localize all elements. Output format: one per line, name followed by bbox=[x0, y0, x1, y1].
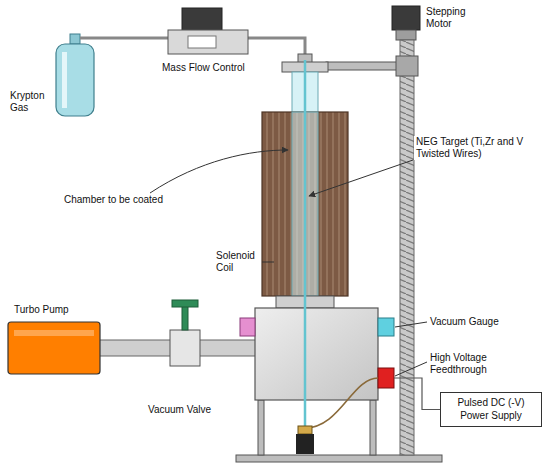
flow-controller-body bbox=[168, 30, 248, 54]
leader-line bbox=[309, 160, 413, 196]
cylinder-highlight bbox=[62, 52, 67, 108]
lead-screw bbox=[400, 40, 414, 455]
target-connector bbox=[296, 434, 314, 454]
power-supply-box: Pulsed DC (-V) Power Supply bbox=[440, 392, 542, 427]
leader-line bbox=[395, 322, 427, 327]
pink-port bbox=[240, 318, 255, 336]
part-label: Solenoid Coil bbox=[214, 250, 260, 274]
base-plate bbox=[236, 455, 442, 462]
valve-stem bbox=[182, 306, 188, 330]
stand-leg bbox=[370, 400, 376, 455]
vacuum-gauge bbox=[378, 318, 394, 336]
leader-line bbox=[262, 262, 274, 263]
leader-line bbox=[150, 150, 288, 193]
vacuum-valve bbox=[170, 330, 200, 366]
gas-line bbox=[246, 38, 305, 56]
part-label: Mass Flow Control bbox=[160, 62, 270, 74]
pump-highlight bbox=[14, 330, 94, 336]
stepping-motor bbox=[392, 6, 420, 30]
turbo-pump bbox=[8, 322, 100, 374]
part-label: Krypton Gas bbox=[8, 90, 54, 114]
screw-carriage bbox=[396, 56, 418, 76]
hv-cable bbox=[305, 378, 378, 428]
hv-feedthrough bbox=[378, 368, 394, 388]
part-label: Stepping Motor bbox=[424, 6, 478, 30]
part-label: Turbo Pump bbox=[12, 304, 92, 316]
flow-controller-head bbox=[182, 8, 222, 32]
carriage-arm bbox=[326, 62, 400, 70]
valve-handle bbox=[172, 300, 198, 307]
motor-mount bbox=[396, 30, 416, 40]
flow-controller-display bbox=[188, 36, 216, 48]
supply-wire bbox=[394, 378, 440, 410]
target-clamp bbox=[298, 426, 312, 434]
leader-line bbox=[395, 362, 427, 376]
gas-cylinder bbox=[56, 44, 94, 116]
gas-line bbox=[80, 37, 170, 40]
neg-target-wire bbox=[304, 60, 307, 432]
stand-leg bbox=[258, 400, 264, 455]
cylinder-valve bbox=[70, 34, 80, 44]
part-label: Chamber to be coated bbox=[62, 194, 182, 206]
part-label: High Voltage Feedthrough bbox=[428, 352, 524, 376]
part-label: NEG Target (Ti,Zr and V Twisted Wires) bbox=[414, 136, 544, 160]
part-label: Vacuum Gauge bbox=[428, 316, 528, 328]
part-label: Vacuum Valve bbox=[146, 404, 236, 416]
box-text: Pulsed DC (-V) Power Supply bbox=[446, 397, 536, 422]
